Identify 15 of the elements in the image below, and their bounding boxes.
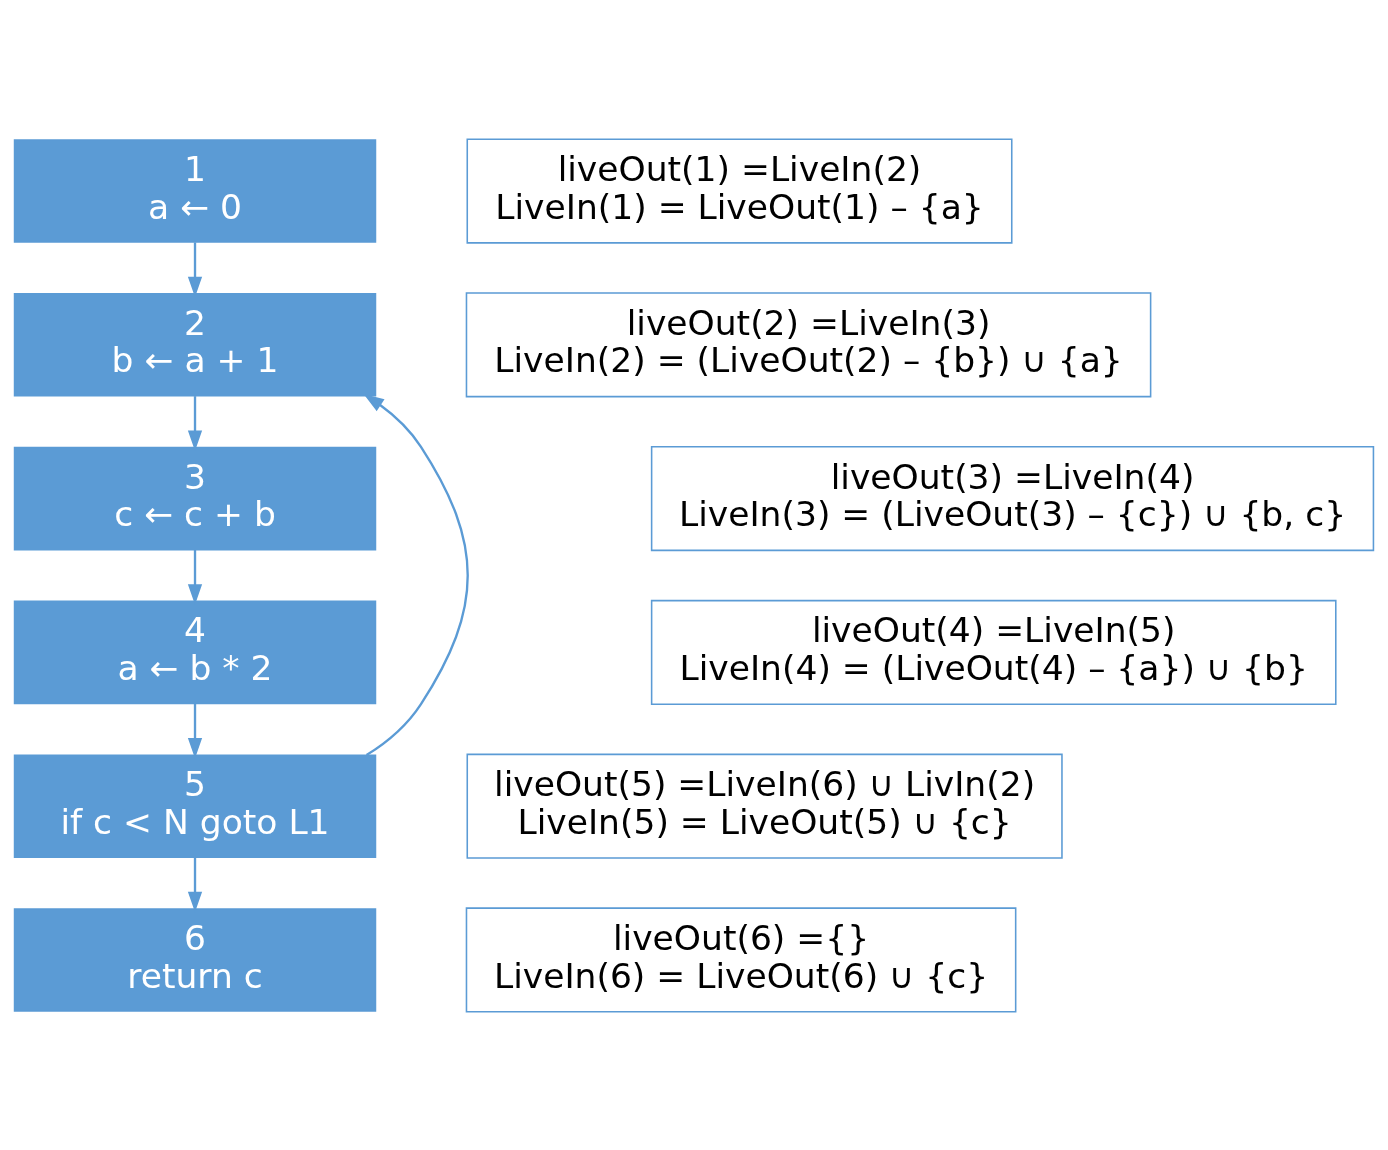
node-box: liveOut(2) =LiveIn(3) LiveIn(2) = (LiveOut(2) – {b}) ∪ {a}: [465, 291, 1152, 397]
arrow: [363, 393, 469, 756]
node-box: liveOut(5) =LiveIn(6) ∪ LivIn(2) LiveIn(5) = LiveOut(5) ∪ {c}: [466, 753, 1063, 859]
arrow: [187, 857, 203, 912]
node-box: liveOut(6) ={} LiveIn(6) = LiveOut(6) ∪ {c}: [465, 906, 1017, 1012]
node-box: liveOut(1) =LiveIn(2) LiveIn(1) = LiveOut(1) – {a}: [466, 138, 1013, 244]
node-box: 5 if c < N goto L1: [13, 753, 377, 858]
arrow: [187, 703, 203, 758]
node-box: liveOut(4) =LiveIn(5) LiveIn(4) = (LiveOut(4) – {a}) ∪ {b}: [650, 599, 1337, 705]
node-box: 6 return c: [13, 907, 377, 1012]
node-box: 1 a ← 0: [13, 138, 377, 243]
node-box: 3 c ← c + b: [13, 446, 377, 550]
node-box: liveOut(3) =LiveIn(4) LiveIn(3) = (LiveOut(3) – {c}) ∪ {b, c}: [650, 445, 1375, 551]
node-box: 2 b ← a + 1: [13, 292, 377, 397]
node-box: 4 a ← b * 2: [13, 600, 377, 704]
